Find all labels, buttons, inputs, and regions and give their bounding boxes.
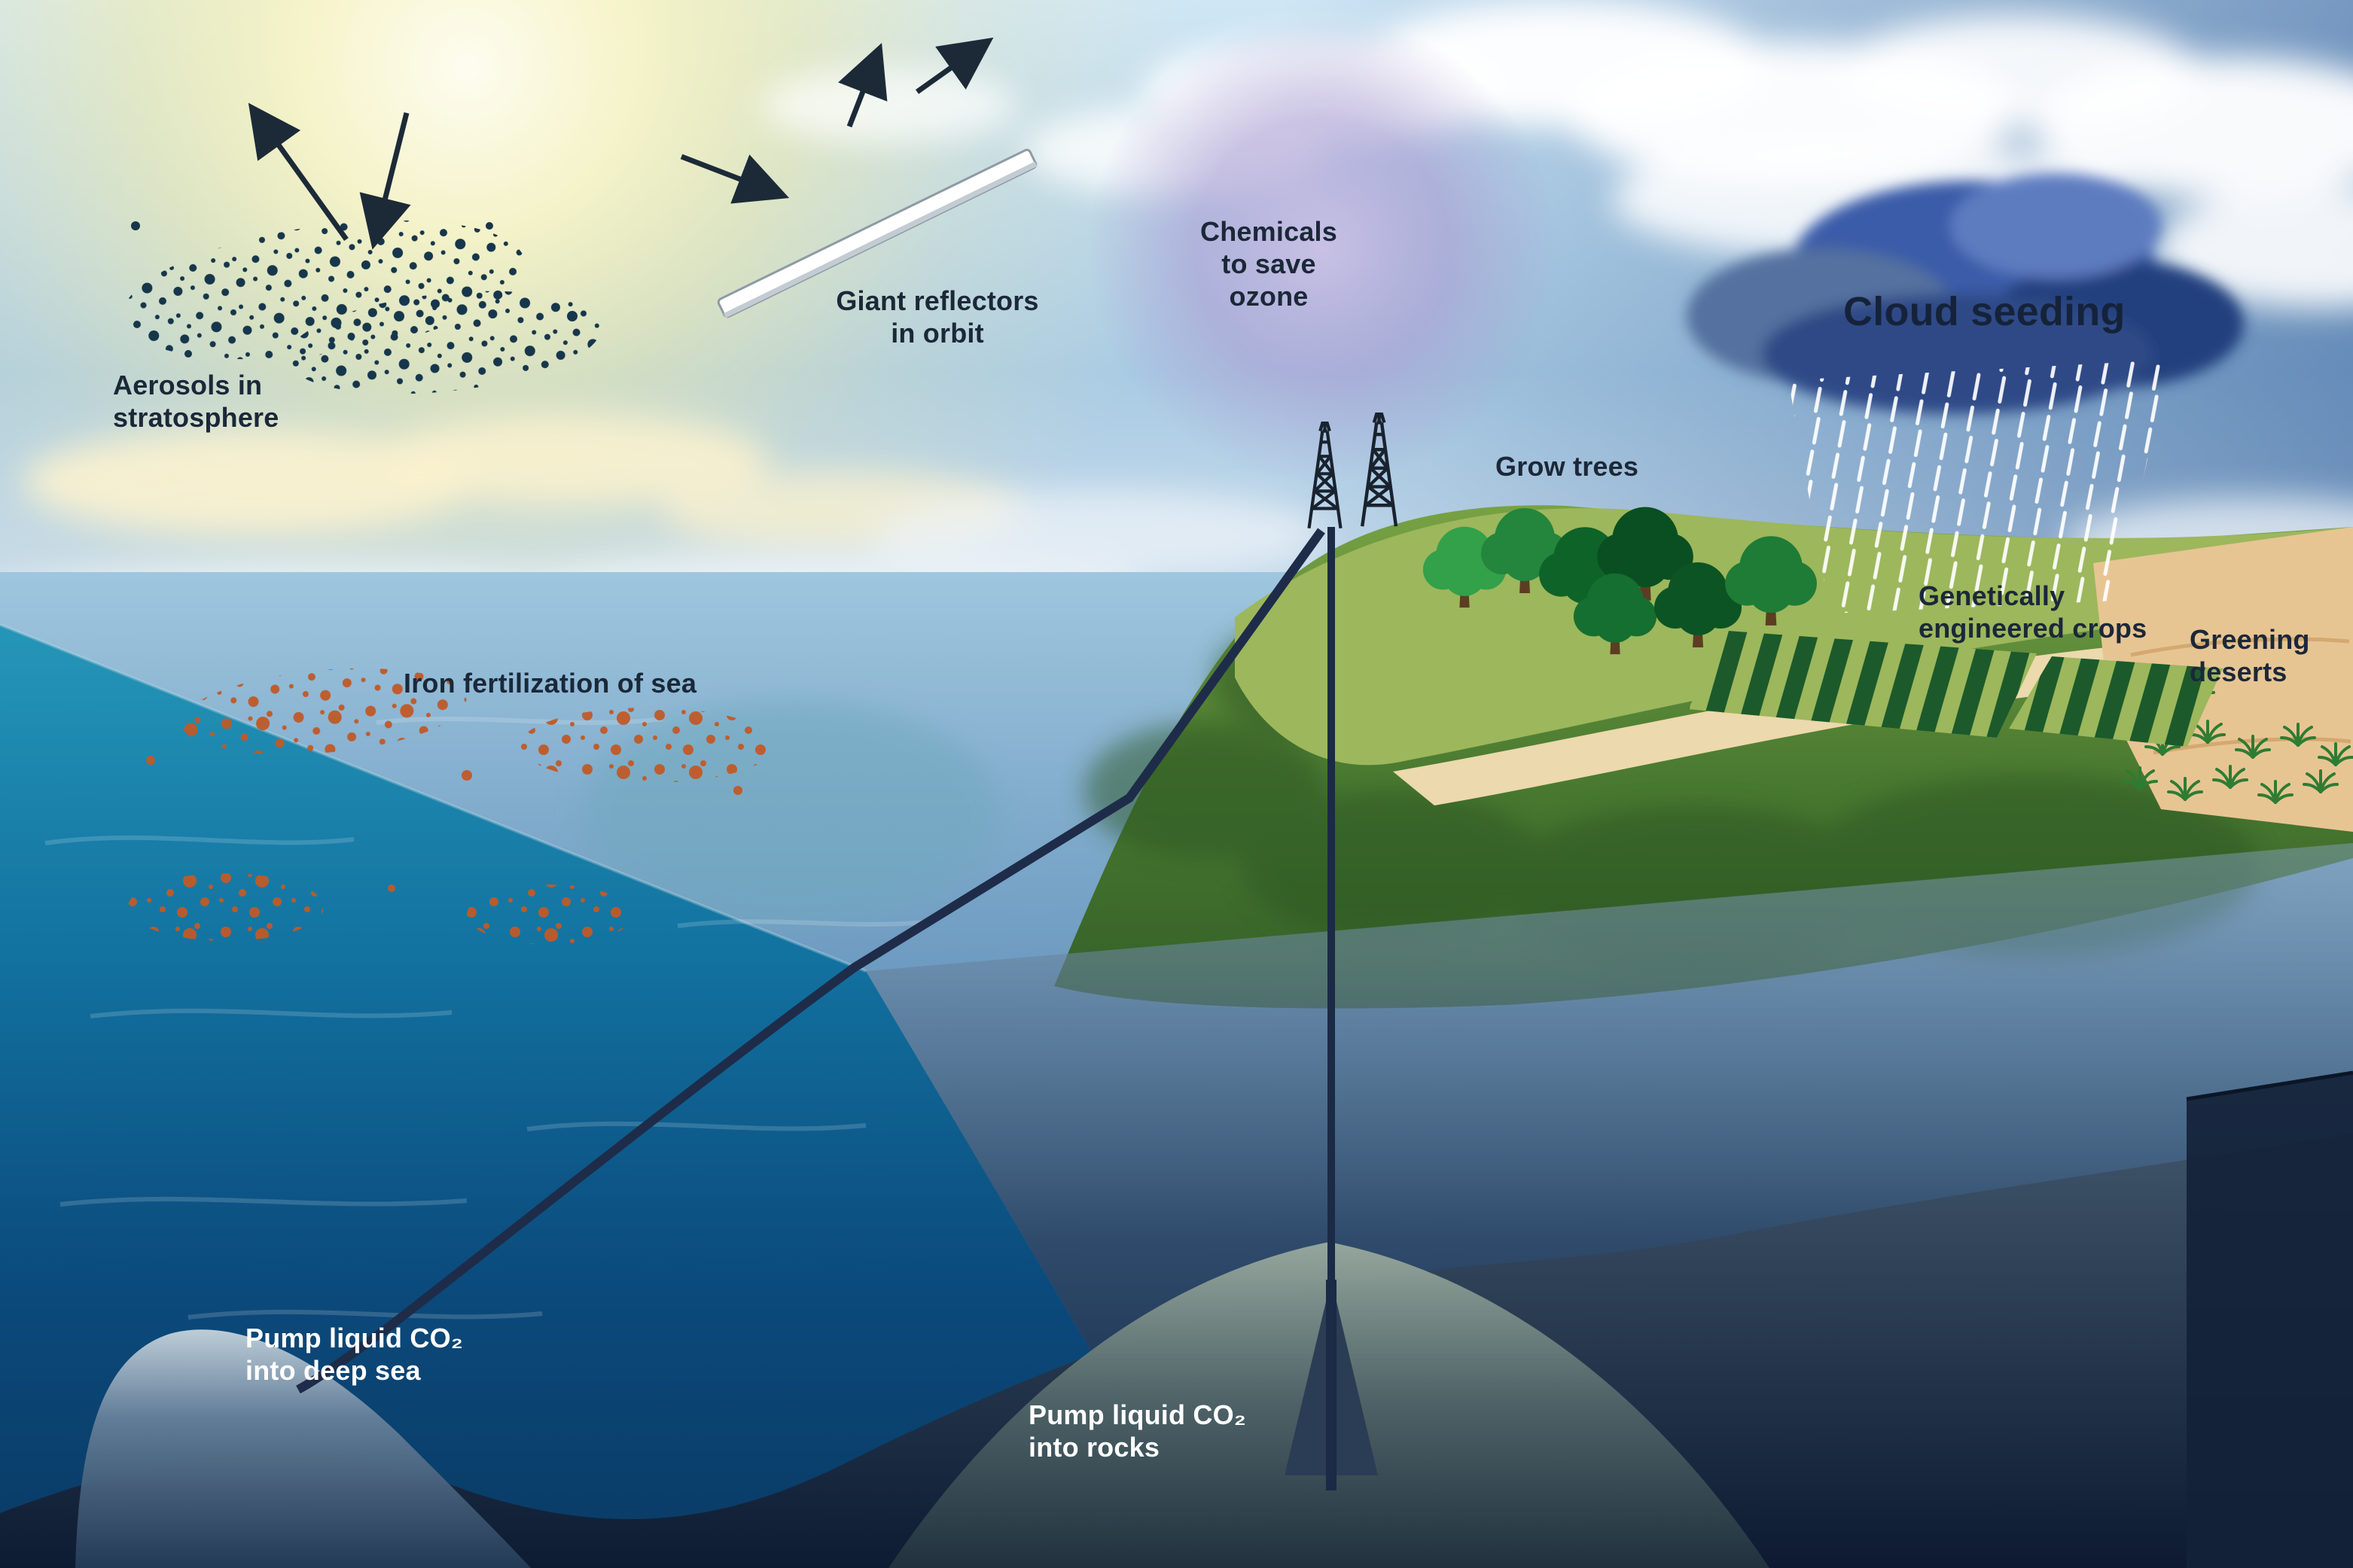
label-pump-co2-into-deep-sea: Pump liquid CO₂ into deep sea <box>245 1323 463 1387</box>
label-chemicals-to-save-ozone: Chemicals to save ozone <box>1200 216 1337 312</box>
deep-sea-trench <box>75 1329 531 1568</box>
label-genetically-engineered-crops: Genetically engineered crops <box>1919 580 2147 644</box>
orbital-mirror <box>680 37 1038 318</box>
stratospheric-aerosols <box>122 220 602 394</box>
label-aerosols-in-stratosphere: Aerosols in stratosphere <box>113 370 279 434</box>
desert-area <box>2093 527 2353 832</box>
co2-pipe-to-deep-sea <box>296 528 1325 1394</box>
aerosol-reflection-arrows <box>248 102 411 250</box>
label-cloud-seeding: Cloud seeding <box>1843 289 2126 334</box>
co2-pipe-to-rocks <box>1285 527 1378 1490</box>
cream-clouds-near-sun <box>23 414 1024 553</box>
cutaway-corner-block <box>2186 1070 2353 1568</box>
iron-fertilization-dust <box>128 668 776 945</box>
label-giant-reflectors-in-orbit: Giant reflectors in orbit <box>836 285 1039 349</box>
crop-fields <box>1688 631 2223 747</box>
label-pump-co2-into-rocks: Pump liquid CO₂ into rocks <box>1029 1399 1246 1463</box>
label-grow-trees: Grow trees <box>1495 451 1639 482</box>
label-iron-fertilization-of-sea: Iron fertilization of sea <box>404 668 697 699</box>
label-greening-deserts: Greening deserts <box>2190 624 2310 688</box>
ozone-chemicals-glow <box>1088 15 1555 482</box>
rain-shafts <box>1788 360 2169 613</box>
mirror-ray-arrows <box>680 37 994 204</box>
